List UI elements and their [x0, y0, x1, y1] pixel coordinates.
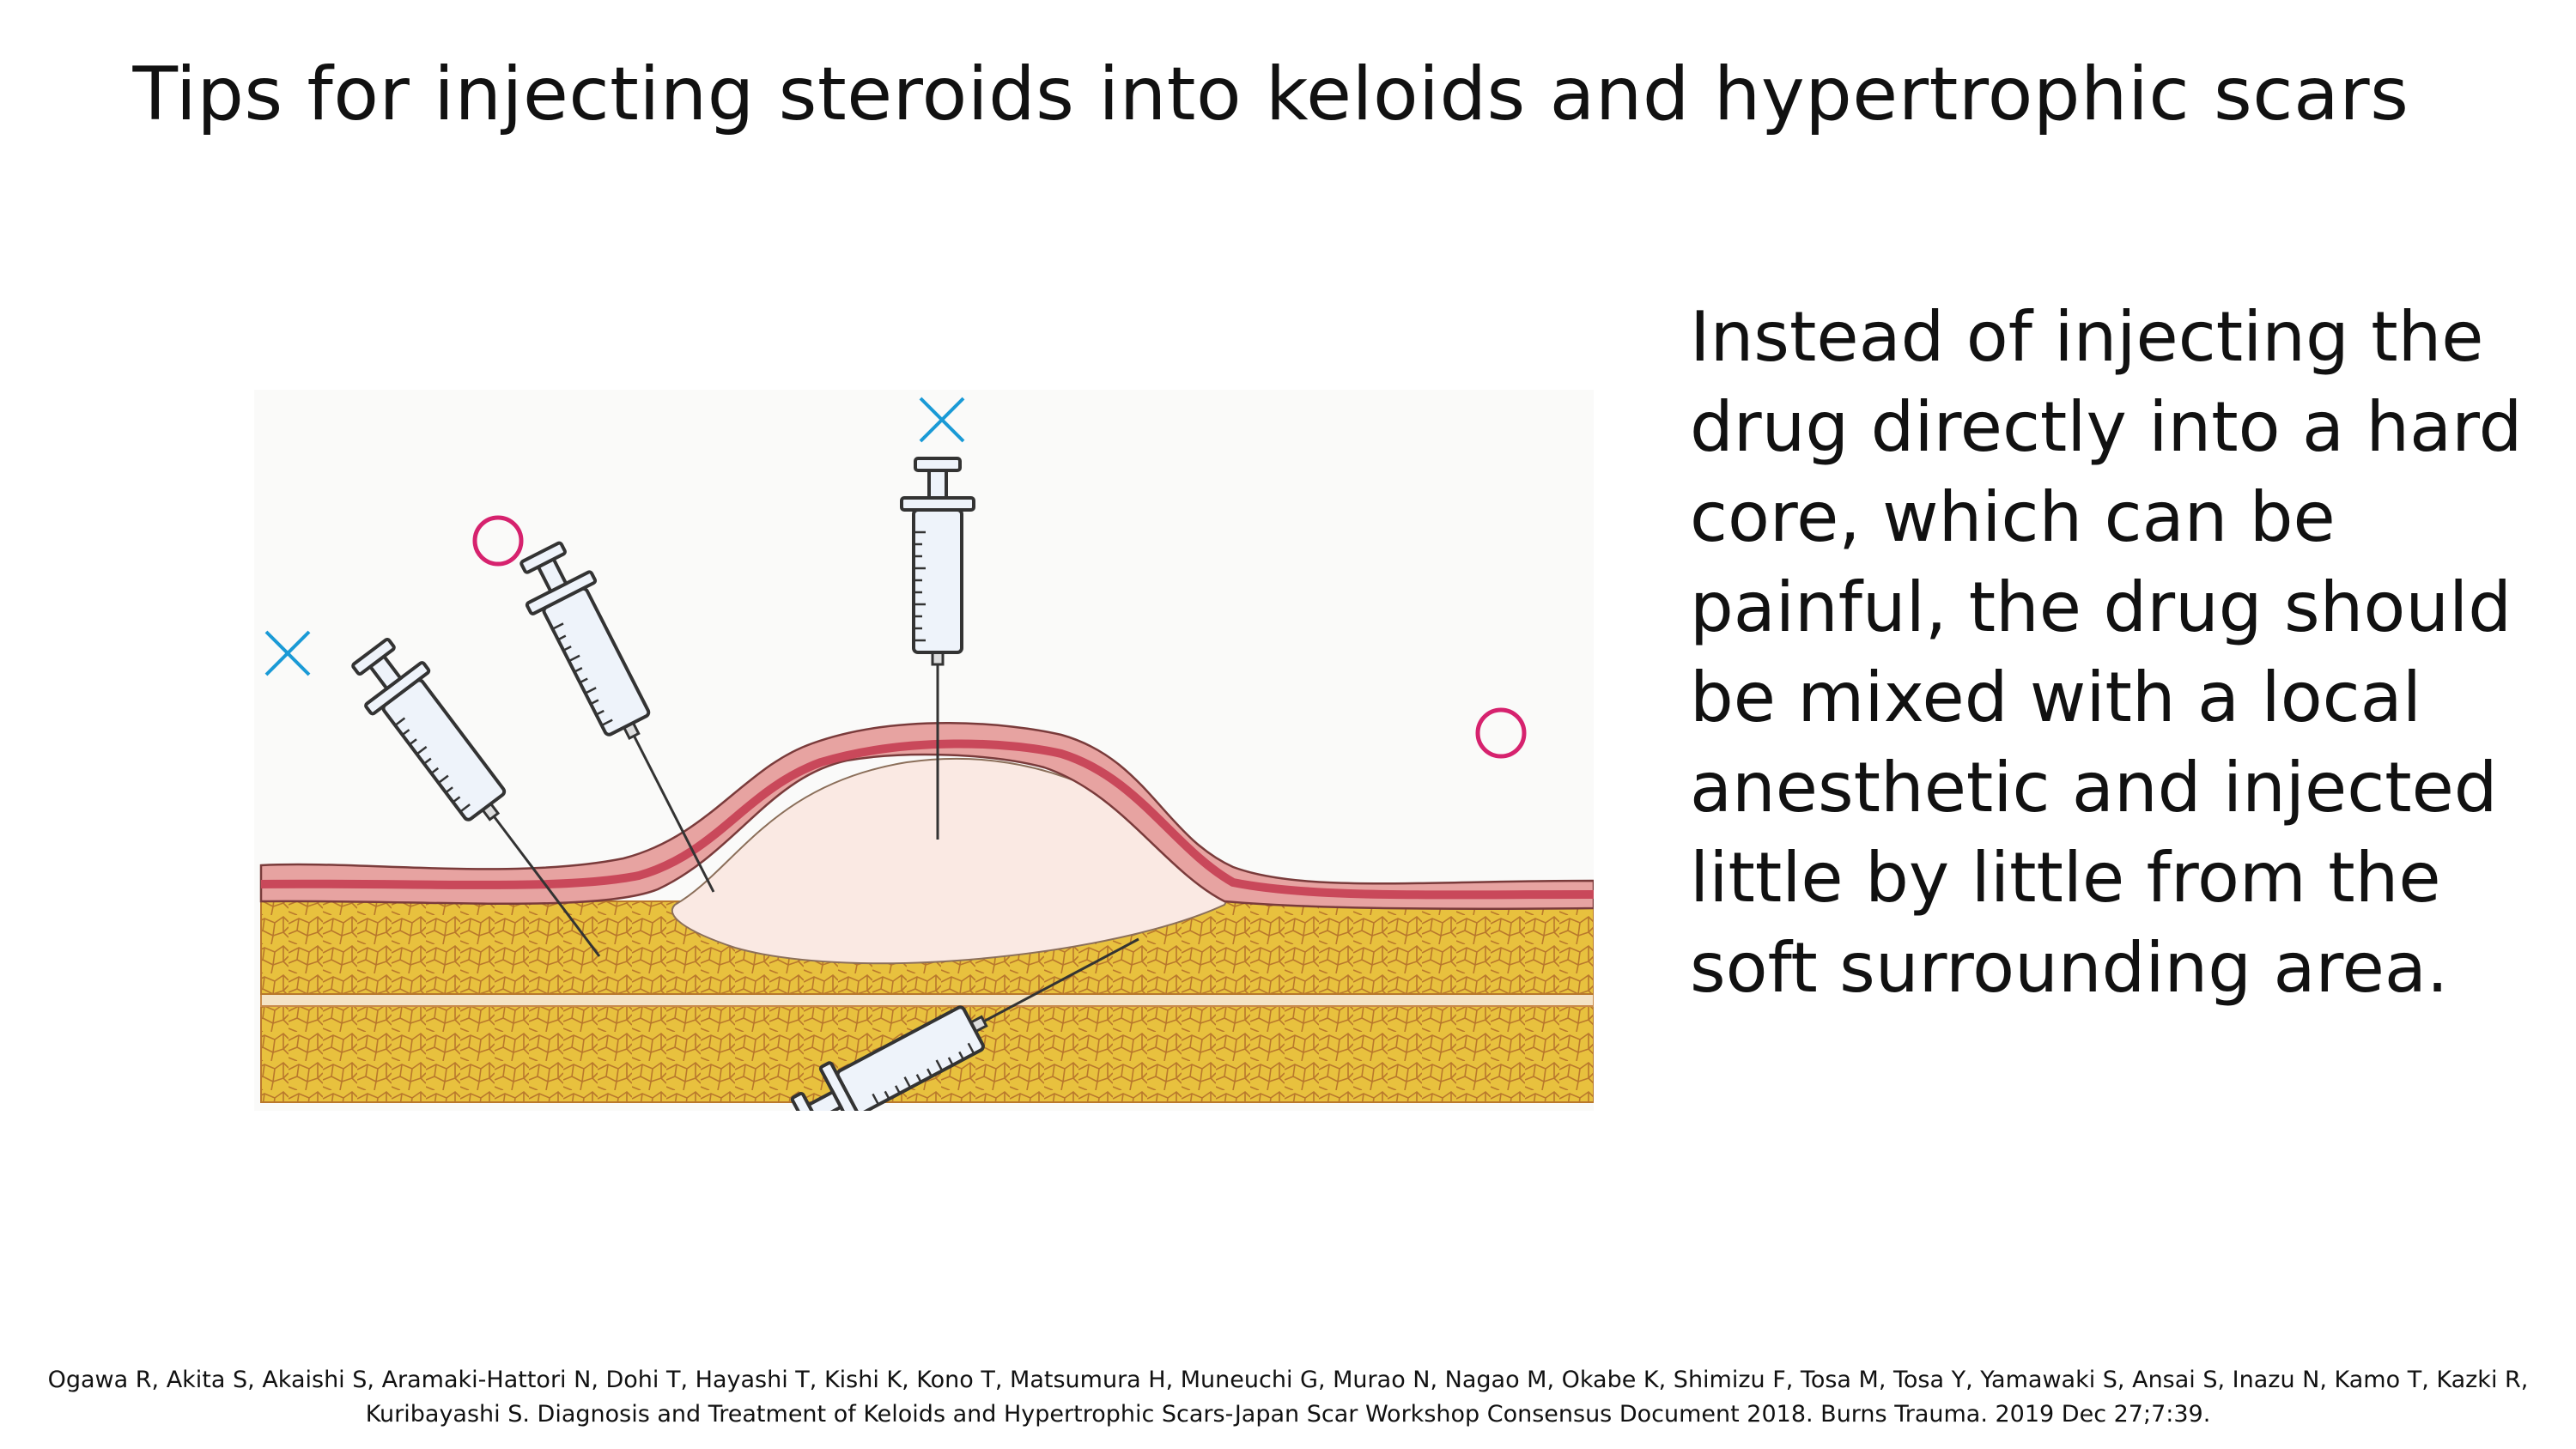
cross-mark-top [919, 397, 965, 443]
circle-mark-upper-left [472, 515, 524, 567]
dermis-layer [259, 722, 1594, 910]
circle-mark-right [1475, 707, 1527, 759]
dermis-band [260, 739, 1594, 900]
explanation-text: Instead of injecting the drug directly i… [1690, 297, 2523, 1008]
keloid-injection-illustration [254, 390, 1594, 1111]
citation: Ogawa R, Akita S, Akaishi S, Aramaki-Hat… [47, 1367, 2529, 1428]
cross-mark-left [264, 630, 311, 676]
fascia-layer [260, 993, 1594, 1007]
slide-title: Tips for injecting steroids into keloids… [132, 52, 2409, 137]
